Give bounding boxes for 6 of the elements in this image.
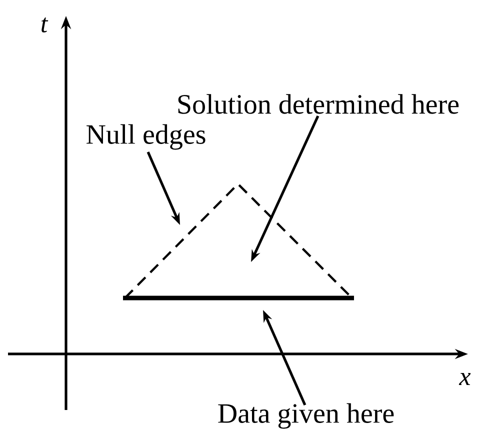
note-text: Null edges (86, 124, 206, 150)
axis-label: x (458, 373, 471, 385)
triangle-drawing (123, 182, 354, 300)
note-text: Data given here (218, 403, 394, 429)
note-text: Solution determined here (178, 94, 459, 114)
axis-label: t (42, 18, 48, 32)
